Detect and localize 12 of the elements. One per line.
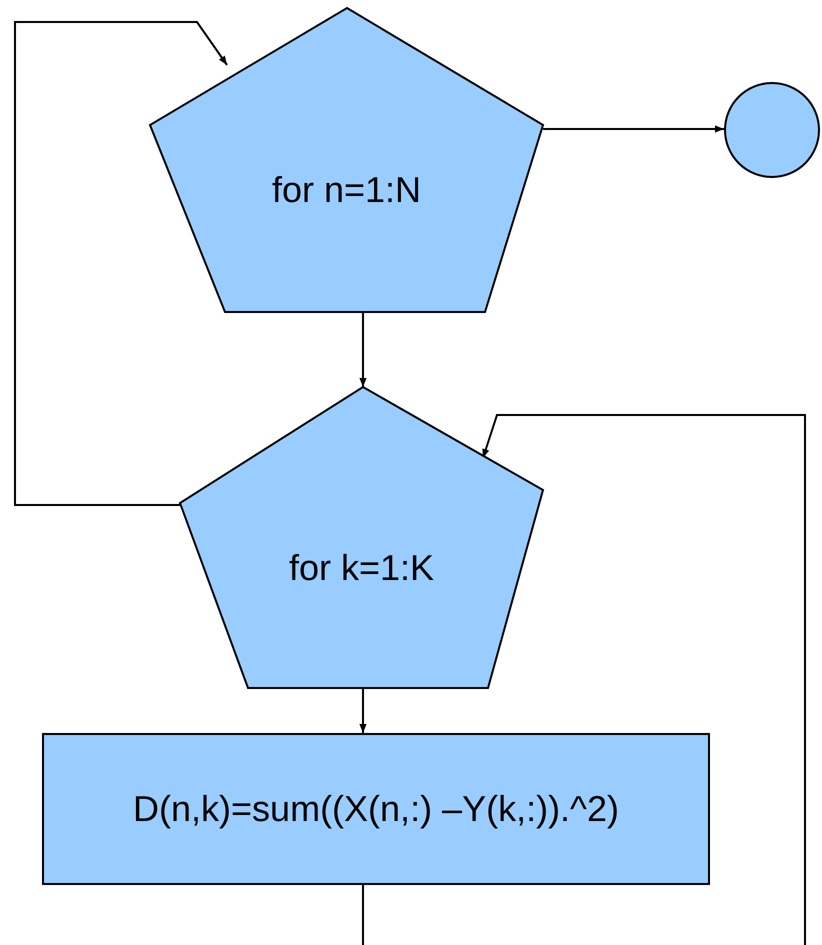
node-label: D(n,k)=sum((X(n,:) –Y(k,:)).^2) [133,788,619,830]
process-box [42,733,710,885]
arrow [359,688,367,733]
loop-pentagon [150,8,543,312]
arrow [14,21,228,506]
loop-pentagon [180,387,543,688]
arrow [482,414,806,945]
node-label: for n=1:N [272,169,422,211]
arrow [359,312,367,387]
terminal-circle [724,82,820,178]
arrow [543,125,724,133]
node-label: for k=1:K [288,546,434,588]
